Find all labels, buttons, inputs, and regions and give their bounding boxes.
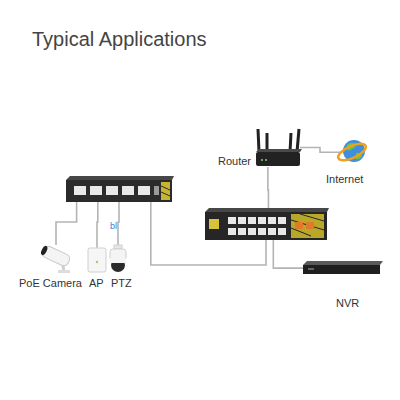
poe-switch-large (258, 217, 266, 224)
poe-switch-large (295, 222, 303, 229)
poe-switch-large (248, 228, 256, 235)
cable-line (56, 202, 77, 245)
bullet-camera-icon (58, 270, 70, 273)
poe-switch-large (238, 217, 246, 224)
poe-switch-small (161, 182, 170, 200)
nvr-icon (303, 261, 383, 265)
poe-switch-large (291, 214, 324, 238)
poe-switch-small (66, 176, 174, 180)
device-label: PoE Camera (19, 277, 82, 290)
router-icon (261, 159, 263, 161)
device-node: PoE Camera (40, 245, 72, 273)
access-point-icon (88, 248, 106, 272)
ptz-camera-icon (110, 245, 126, 272)
poe-switch-large (205, 212, 327, 240)
ptz-camera-icon (111, 258, 125, 272)
poe-switch-large (278, 217, 286, 224)
access-point-icon (96, 261, 98, 263)
poe-switch-small (122, 186, 134, 195)
poe-switch-large (228, 217, 236, 224)
router-icon (258, 129, 259, 152)
poe-switch-large (278, 228, 286, 235)
poe-switch-small (138, 186, 150, 195)
nvr-icon (303, 261, 383, 274)
device-node (205, 208, 327, 240)
device-node: Router (256, 128, 300, 167)
cable-line (96, 202, 98, 248)
poe-switch-small (90, 186, 102, 195)
device-label: Router (218, 155, 251, 168)
ptz-camera-icon (110, 258, 126, 263)
poe-switch-small (74, 186, 86, 195)
poe-switch-small (161, 186, 170, 196)
device-node: PTZ (108, 245, 128, 273)
bullet-camera-icon (41, 245, 71, 268)
device-label: Internet (326, 173, 363, 186)
ptz-camera-icon (114, 245, 122, 249)
poe-switch-large (268, 228, 276, 235)
diagram-title: Typical Applications (32, 28, 207, 51)
router-icon (265, 159, 267, 161)
nvr-icon (308, 268, 314, 270)
bullet-camera-icon (39, 244, 71, 273)
cable-line (267, 167, 269, 208)
router-icon (256, 152, 300, 166)
cable-line (300, 148, 340, 153)
device-node: AP (88, 248, 106, 272)
poe-switch-small (154, 186, 159, 195)
nvr-icon (303, 265, 380, 274)
poe-switch-large (306, 222, 314, 229)
globe-icon (336, 140, 368, 164)
device-node (66, 176, 172, 202)
cable-line (118, 202, 119, 245)
device-node: NVR (303, 261, 381, 274)
poe-switch-small (106, 186, 118, 195)
device-node: Internet (340, 139, 368, 163)
globe-icon (336, 140, 368, 164)
poe-switch-large (258, 228, 266, 235)
poe-switch-large (205, 208, 329, 212)
poe-switch-large (268, 217, 276, 224)
poe-switch-large (205, 208, 329, 240)
poe-switch-large (238, 228, 246, 235)
poe-switch-large (248, 217, 256, 224)
router-icon (256, 129, 302, 166)
device-label: PTZ (111, 277, 132, 290)
poe-switch-large (209, 219, 219, 229)
device-label: NVR (336, 297, 359, 310)
port-note: bl (110, 221, 117, 231)
poe-switch-large (291, 214, 324, 236)
poe-switch-small (66, 180, 172, 202)
poe-switch-small (66, 176, 174, 202)
router-icon (297, 129, 299, 152)
bullet-camera-icon (40, 245, 49, 256)
router-icon (256, 149, 302, 152)
access-point-icon (88, 248, 106, 272)
bullet-camera-icon (39, 244, 71, 267)
cable-line (273, 240, 303, 268)
poe-switch-large (228, 228, 236, 235)
device-label: AP (89, 277, 104, 290)
